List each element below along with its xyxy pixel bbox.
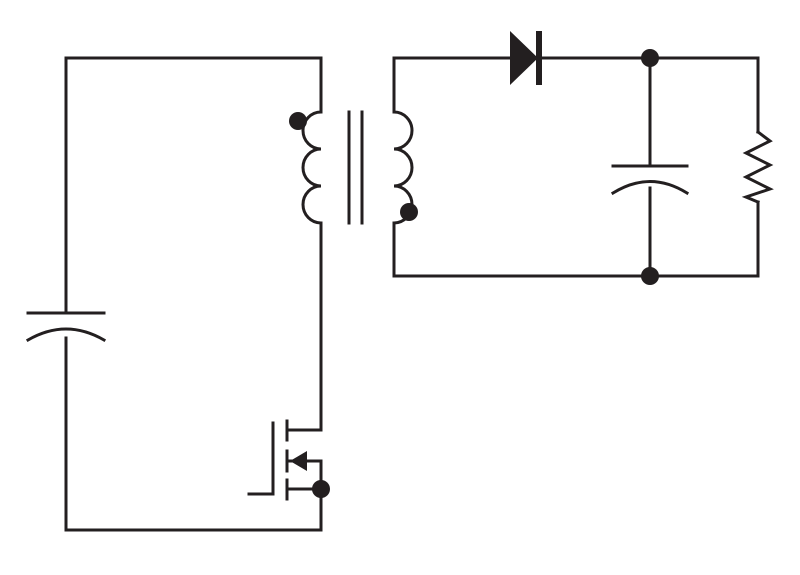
output-bottom-junction-dot — [641, 267, 659, 285]
secondary-polarity-dot — [400, 203, 418, 221]
output-capacitor — [610, 164, 690, 196]
switch-mosfet — [247, 419, 330, 501]
source-junction-dot — [312, 480, 330, 498]
transformer — [289, 110, 418, 225]
load-resistor — [741, 129, 774, 204]
mosfet-arrow-icon — [290, 451, 307, 471]
input-capacitor — [25, 311, 107, 343]
primary-winding — [301, 110, 323, 225]
output-top-junction-dot — [641, 49, 659, 67]
mosfet-gate — [247, 421, 275, 496]
secondary-wiring — [392, 56, 760, 278]
output-diode — [510, 31, 542, 85]
primary-polarity-dot — [289, 112, 307, 130]
primary-wiring — [64, 56, 323, 532]
